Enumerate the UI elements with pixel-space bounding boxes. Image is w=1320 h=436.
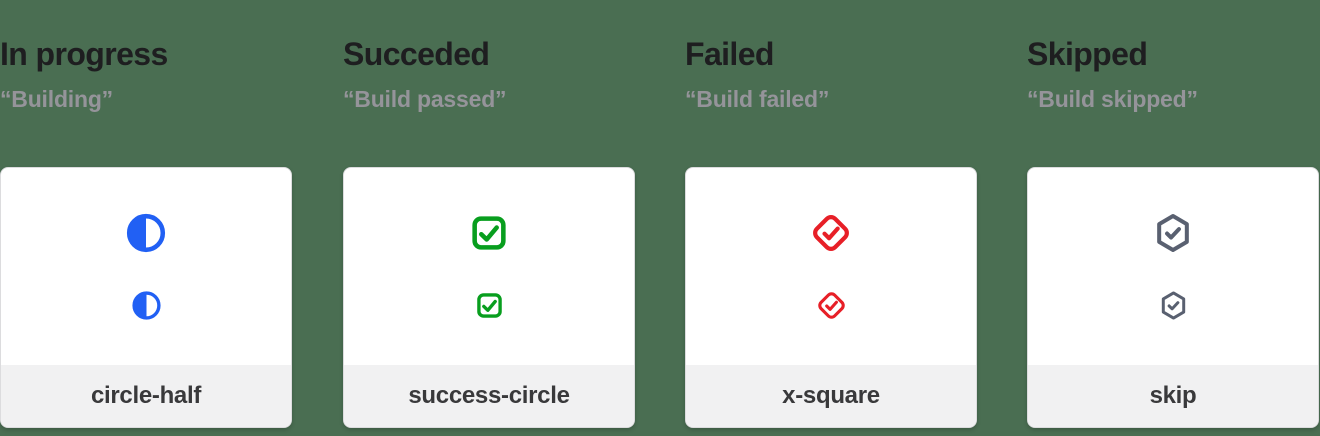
circle-half-icon-small <box>131 290 162 321</box>
icon-name-footer: skip <box>1028 365 1318 427</box>
icon-name-footer: success-circle <box>344 365 634 427</box>
status-title: In progress <box>0 36 168 72</box>
status-message: “Building” <box>0 86 113 112</box>
diamond-check-icon-small <box>816 290 847 321</box>
status-message: “Build failed” <box>685 86 830 112</box>
icon-name-label: circle-half <box>90 382 202 410</box>
icon-name-footer: x-square <box>686 365 976 427</box>
icon-card: success-circle <box>343 167 635 428</box>
icon-card: x-square <box>685 167 977 428</box>
circle-half-icon-large <box>125 212 167 254</box>
icon-card: circle-half <box>0 167 292 428</box>
icon-name-label: skip <box>1149 382 1197 410</box>
status-title: Succeded <box>343 36 490 72</box>
check-square-icon-small <box>474 290 505 321</box>
hexagon-check-icon-small <box>1158 290 1189 321</box>
status-title: Skipped <box>1027 36 1148 72</box>
column-succeeded: Succeded “Build passed” success-circle <box>343 0 635 436</box>
icon-preview <box>1028 168 1318 365</box>
column-failed: Failed “Build failed” x-square <box>685 0 977 436</box>
icon-card: skip <box>1027 167 1319 428</box>
status-title: Failed <box>685 36 774 72</box>
icon-preview <box>686 168 976 365</box>
icon-name-footer: circle-half <box>1 365 291 427</box>
status-message: “Build passed” <box>343 86 507 112</box>
icon-name-label: x-square <box>782 382 880 410</box>
status-message: “Build skipped” <box>1027 86 1198 112</box>
hexagon-check-icon-large <box>1152 212 1194 254</box>
diamond-check-icon-large <box>810 212 852 254</box>
icon-name-label: success-circle <box>408 382 570 410</box>
icon-preview <box>1 168 291 365</box>
icon-preview <box>344 168 634 365</box>
column-in-progress: In progress “Building” circle-half <box>0 0 292 436</box>
check-square-icon-large <box>468 212 510 254</box>
column-skipped: Skipped “Build skipped” skip <box>1027 0 1319 436</box>
